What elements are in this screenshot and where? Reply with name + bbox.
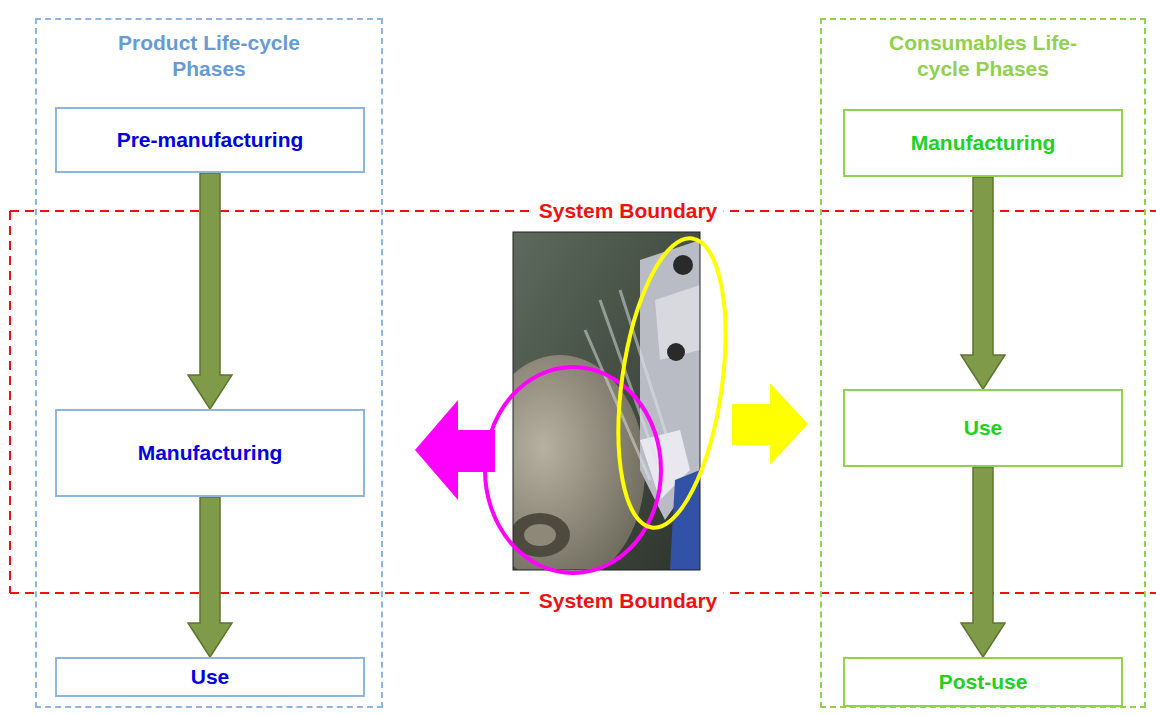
bolt <box>667 343 685 361</box>
bolt <box>673 255 693 275</box>
product-arrow <box>415 400 495 500</box>
phase-box: Post-use <box>843 657 1123 707</box>
phase-group: Pre-manufacturingManufacturingUse Product… <box>35 18 383 708</box>
boundary-label: System Boundary <box>533 199 724 223</box>
phase-label: Use <box>185 664 236 690</box>
block-arrow <box>188 497 232 657</box>
phase-label: Pre-manufacturing <box>111 127 310 153</box>
workpiece-center <box>524 524 556 546</box>
phase-box: Use <box>55 657 365 697</box>
phase-group: ManufacturingUsePost-use Consumables Life… <box>820 18 1146 708</box>
group-heading: Product Life-cycle Phases <box>102 30 317 82</box>
block-arrow <box>961 467 1005 657</box>
phase-box: Pre-manufacturing <box>55 107 365 173</box>
workpiece-highlight <box>485 367 661 573</box>
coolant-spray <box>585 290 668 480</box>
group-heading: Consumables Life-cycle Phases <box>876 30 1091 82</box>
tool-highlight <box>602 231 742 534</box>
consumables-arrow <box>732 383 808 465</box>
tool-clamp <box>655 285 700 360</box>
workpiece-hub <box>513 513 570 557</box>
phase-box: Use <box>843 389 1123 467</box>
boundary-label: System Boundary <box>533 589 724 613</box>
phase-box: Manufacturing <box>55 409 365 497</box>
phase-label: Post-use <box>933 669 1034 695</box>
phase-label: Use <box>958 415 1009 441</box>
block-arrow <box>961 177 1005 389</box>
phase-label: Manufacturing <box>132 440 289 466</box>
phase-label: Manufacturing <box>905 130 1062 156</box>
phase-box: Manufacturing <box>843 109 1123 177</box>
block-arrow <box>188 173 232 409</box>
